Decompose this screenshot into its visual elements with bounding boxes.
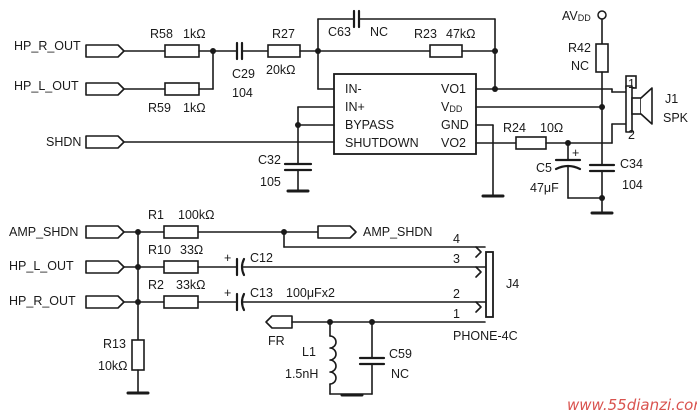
r23-ref: R23	[414, 27, 437, 41]
r58-value: 1kΩ	[183, 27, 206, 41]
c63-value: NC	[370, 25, 388, 39]
r24-value: 10Ω	[540, 121, 563, 135]
j4-pin1: 1	[453, 307, 460, 321]
output-network: R24 10Ω + C5 47μF AVDD R42 NC C34 104	[475, 9, 689, 215]
r1-value: 100kΩ	[178, 208, 214, 222]
pin-in-plus: IN+	[345, 100, 365, 114]
port-amp-shdn-left	[85, 225, 125, 239]
net-label-hp-r-out-bottom: HP_R_OUT	[9, 294, 76, 308]
resistor-r27	[267, 44, 301, 58]
port-amp-shdn-right	[317, 225, 357, 239]
bypass-network: C32 105	[258, 106, 335, 193]
l1-value: 1.5nH	[285, 367, 318, 381]
r2-ref: R2	[148, 278, 164, 292]
j1-ref: J1	[665, 92, 678, 106]
pin-vo1: VO1	[441, 82, 466, 96]
r59-ref: R59	[148, 101, 171, 115]
port-hp-l-out-bottom	[85, 260, 125, 274]
j1-pin2: 2	[628, 128, 635, 142]
speaker-icon	[625, 75, 653, 133]
r2-value: 33kΩ	[176, 278, 206, 292]
resistor-r13	[131, 339, 145, 371]
c13-value: 100μFx2	[286, 286, 335, 300]
net-label-fr: FR	[268, 334, 285, 348]
c5-value: 47μF	[530, 181, 559, 195]
phone-jack-j4	[485, 251, 494, 318]
resistor-r42	[595, 43, 609, 73]
r59-value: 1kΩ	[183, 101, 206, 115]
r42-ref: R42	[568, 41, 591, 55]
j4-ref: J4	[506, 277, 519, 291]
pin-bypass: BYPASS	[345, 118, 394, 132]
c32-ref: C32	[258, 153, 281, 167]
watermark: www.55dianzi.com	[567, 396, 697, 414]
port-hp-l-out-top	[85, 82, 125, 96]
net-label-shdn: SHDN	[46, 135, 81, 149]
pin-shutdown: SHUTDOWN	[345, 136, 419, 150]
r13-ref: R13	[103, 337, 126, 351]
pin-gnd: GND	[441, 118, 469, 132]
port-hp-r-out-bottom	[85, 295, 125, 309]
j4-pin4: 4	[453, 232, 460, 246]
net-label-amp-shdn-left: AMP_SHDN	[9, 225, 78, 239]
r23-value: 47kΩ	[446, 27, 476, 41]
resistor-r10	[163, 260, 199, 274]
amplifier-chip-body	[333, 73, 477, 155]
c5-plus-mark: +	[572, 146, 579, 160]
avdd-terminal	[597, 10, 607, 20]
c34-value: 104	[622, 178, 643, 192]
resistor-r23	[429, 44, 463, 58]
inductor-l1	[329, 335, 337, 385]
net-label-hp-l-out-bottom: HP_L_OUT	[9, 259, 74, 273]
r13-value: 10kΩ	[98, 359, 128, 373]
input-network: HP_R_OUT R58 1kΩ HP_L_OUT R59 1kΩ C29 10…	[14, 9, 498, 115]
c29-ref: C29	[232, 67, 255, 81]
c12-ref: C12	[250, 251, 273, 265]
j1-pin1: 1	[628, 77, 635, 91]
net-label-avdd: AVDD	[562, 9, 591, 23]
r27-value: 20kΩ	[266, 63, 296, 77]
headphone-network: AMP_SHDN R1 100kΩ AMP_SHDN R13 10kΩ HP_L…	[9, 208, 519, 397]
pin-vo2: VO2	[441, 136, 466, 150]
j4-pin2: 2	[453, 287, 460, 301]
j1-value: SPK	[663, 111, 689, 125]
c59-ref: C59	[389, 347, 412, 361]
shdn-input: SHDN	[46, 135, 335, 149]
c63-ref: C63	[328, 25, 351, 39]
r58-ref: R58	[150, 27, 173, 41]
resistor-r2	[163, 295, 199, 309]
r10-value: 33Ω	[180, 243, 203, 257]
port-hp-r-out-top	[85, 44, 125, 58]
pin-in-minus: IN-	[345, 82, 362, 96]
port-shdn	[85, 135, 125, 149]
c29-value: 104	[232, 86, 253, 100]
l1-ref: L1	[302, 345, 316, 359]
port-fr	[265, 315, 293, 329]
c34-ref: C34	[620, 157, 643, 171]
resistor-r24	[515, 136, 547, 150]
resistor-r59	[164, 82, 200, 96]
r24-ref: R24	[503, 121, 526, 135]
c59-value: NC	[391, 367, 409, 381]
resistor-r1	[163, 225, 199, 239]
c32-value: 105	[260, 175, 281, 189]
net-label-amp-shdn-right: AMP_SHDN	[363, 225, 432, 239]
resistor-r58	[164, 44, 200, 58]
net-label-hp-l-out-top: HP_L_OUT	[14, 79, 79, 93]
c12-plus-mark: +	[224, 251, 231, 265]
j4-pin3: 3	[453, 252, 460, 266]
r1-ref: R1	[148, 208, 164, 222]
r10-ref: R10	[148, 243, 171, 257]
amplifier-ic: IN- IN+ BYPASS SHUTDOWN VO1 VDD GND VO2	[333, 73, 477, 155]
c13-plus-mark: +	[224, 286, 231, 300]
r42-value: NC	[571, 59, 589, 73]
c13-ref: C13	[250, 286, 273, 300]
pin-vdd: VDD	[441, 100, 463, 114]
net-label-hp-r-out-top: HP_R_OUT	[14, 39, 81, 53]
r27-ref: R27	[272, 27, 295, 41]
j4-value: PHONE-4C	[453, 329, 518, 343]
c5-ref: C5	[536, 161, 552, 175]
